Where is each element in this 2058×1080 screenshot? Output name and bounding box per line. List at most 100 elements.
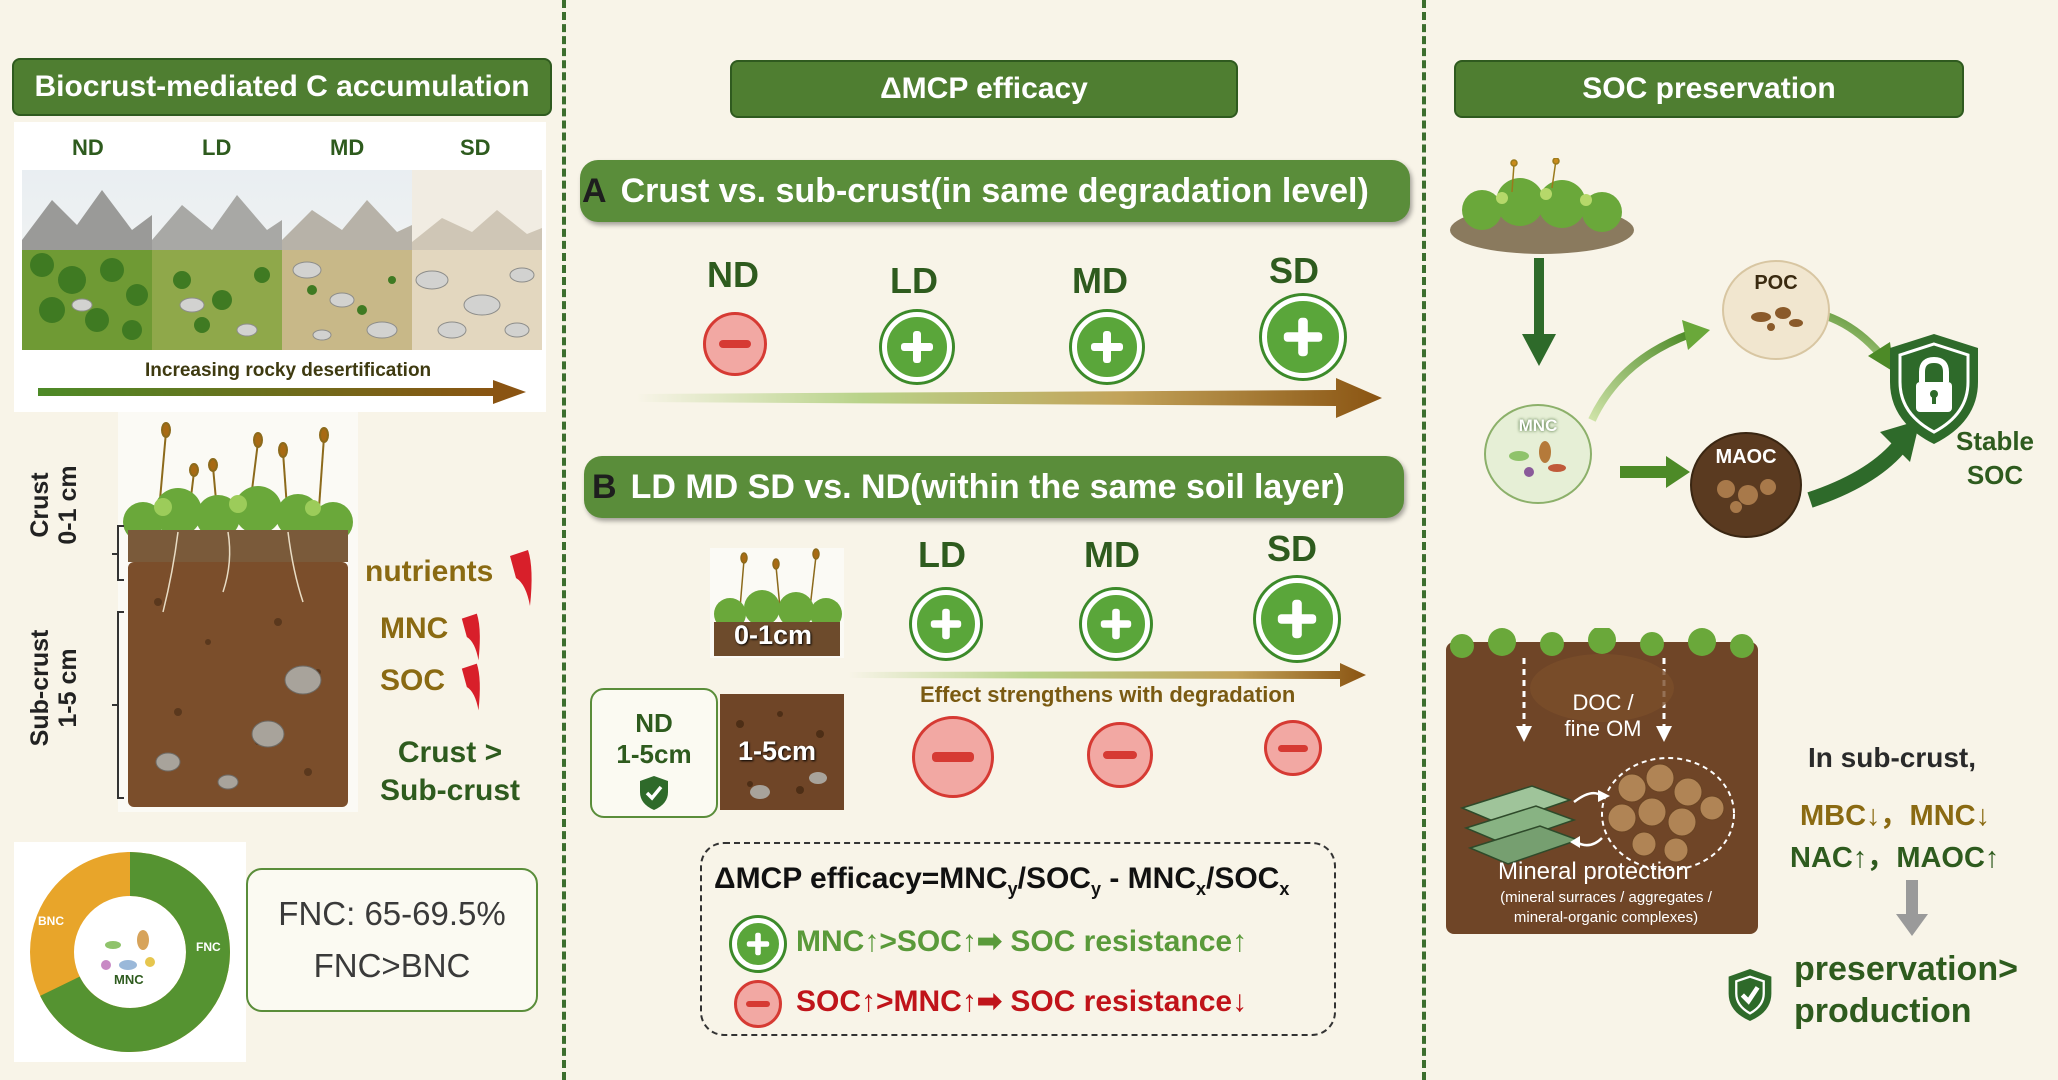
down-arrow-icon (1522, 258, 1556, 366)
maoc-label: MAOC (1715, 446, 1777, 468)
strength-arrow-a (636, 378, 1382, 418)
maoc-node: MAOC (1690, 432, 1802, 538)
section-b-letter: B (592, 467, 617, 506)
minus-icon (1264, 720, 1322, 776)
minus-icon (734, 980, 782, 1028)
mnc-donut-chart (30, 852, 230, 1052)
plus-icon (1082, 590, 1150, 658)
microbe-icon (1509, 441, 1566, 477)
down-arrow-icon (1896, 880, 1928, 936)
formula-minus-text: SOC↑>MNC↑➡ SOC resistance↓ (796, 985, 1248, 1018)
subcrust-depth-text: 1-5 cm (54, 648, 82, 728)
mnc-label: MNC (380, 612, 449, 645)
b-level-md: MD (1084, 534, 1140, 575)
soc-label: SOC (380, 664, 446, 697)
formula-plus-text: MNC↑>SOC↑➡ SOC resistance↑ (796, 925, 1248, 958)
formula-prefix: ΔMCP efficacy=MNC (714, 862, 1008, 895)
a-level-nd: ND (707, 254, 759, 295)
preservation-line-2: production (1794, 992, 1972, 1030)
stable-line-1: Stable (1955, 426, 2035, 456)
plus-icon (882, 312, 952, 382)
mnc-node: MNC (1484, 404, 1592, 504)
subcrust-layer-label: 1-5cm (738, 736, 817, 766)
crust-layer-image (710, 548, 844, 658)
level-label-ld: LD (202, 135, 232, 160)
formula-sub-y-2: y (1090, 879, 1101, 899)
level-label-nd: ND (72, 135, 104, 160)
section-b-title: LD MD SD vs. ND(within the same soil lay… (630, 467, 1345, 506)
a-level-sd: SD (1268, 250, 1319, 291)
middle-header: ΔMCP efficacy (730, 60, 1238, 118)
mineral-protection-illustration (1446, 628, 1758, 934)
b-level-ld: LD (918, 534, 966, 575)
stable-soc-label: Stable SOC (1950, 424, 2040, 492)
shield-check-icon (640, 776, 668, 810)
plus-icon (1256, 578, 1338, 660)
donut-center-label: MNC (114, 972, 144, 987)
plus-icon (1262, 296, 1344, 378)
up-arrow-icon (461, 613, 480, 661)
subcrust-label-text: Sub-crust (26, 629, 54, 747)
moss-patch-illustration (1450, 158, 1634, 254)
mineral-sub-line-2: mineral-organic complexes) (1513, 909, 1699, 926)
depth-bracket (112, 525, 124, 799)
flow-arrows (1588, 305, 1920, 508)
plus-icon (912, 590, 980, 658)
doc-label: DOC / fine OM (1538, 690, 1668, 742)
fnc-comparison: FNC>BNC (313, 947, 471, 984)
mineral-title: Mineral protection (1498, 858, 1689, 885)
crust-depth-text: 0-1 cm (54, 465, 82, 545)
preservation-statement: preservation> production (1794, 948, 2018, 1032)
landscape-illustration (22, 170, 542, 350)
separator-right (1422, 0, 1426, 1080)
stable-line-2: SOC (1966, 460, 2024, 490)
plus-icon (732, 918, 784, 970)
level-label-md: MD (330, 135, 365, 160)
nutrients-label: nutrients (365, 555, 494, 588)
mineral-subtitle: (mineral surraces / aggregates / mineral… (1456, 888, 1756, 928)
poc-label: POC (1754, 272, 1798, 294)
right-header: SOC preservation (1454, 60, 1964, 118)
formula-sub-x: x (1195, 879, 1206, 899)
section-a-bar: A Crust vs. sub-crust(in same degradatio… (580, 160, 1410, 222)
crust-label-text: Crust (26, 472, 54, 538)
up-arrow-icon (510, 550, 532, 606)
level-label-sd: SD (460, 135, 491, 160)
a-level-ld: LD (890, 260, 938, 301)
fnc-box: FNC: 65-69.5% FNC>BNC (246, 868, 538, 1012)
section-a-title: Crust vs. sub-crust(in same degradation … (620, 171, 1369, 210)
comparison-line-1: Crust > (397, 736, 503, 769)
crust-comparison: Crust > Sub-crust (370, 734, 530, 810)
nac-maoc-line: NAC↑，MAOC↑ (1790, 842, 2000, 874)
fnc-percent: FNC: 65-69.5% (278, 895, 506, 932)
a-level-md: MD (1072, 260, 1128, 301)
section-b-bar: B LD MD SD vs. ND(within the same soil l… (584, 456, 1404, 518)
formula-text: ΔMCP efficacy=MNCy/SOCy - MNCx/SOCx (714, 862, 1289, 900)
doc-line-1: DOC / (1572, 690, 1634, 715)
sub-crust-title: In sub-crust, (1808, 742, 1977, 773)
mineral-sub-line-1: (mineral surraces / aggregates / (1500, 889, 1712, 906)
minus-icon (912, 716, 994, 798)
subcrust-layer-image (720, 694, 844, 810)
nd-box-line-2: 1-5cm (616, 739, 692, 769)
preservation-line-1: preservation> (1794, 950, 2018, 988)
minus-icon (1087, 722, 1153, 788)
crust-label: Crust 0-1 cm (26, 450, 82, 560)
donut-fnc-label: FNC (196, 940, 221, 954)
formula-mid3: /SOC (1206, 862, 1280, 895)
formula-mid1: /SOC (1017, 862, 1091, 895)
minus-icon (703, 312, 767, 376)
donut-bnc-label: BNC (38, 914, 64, 928)
gradient-label: Increasing rocky desertification (145, 360, 432, 381)
mnc-node-label: MNC (1518, 416, 1558, 435)
doc-line-2: fine OM (1564, 716, 1642, 741)
nd-reference-box: ND 1-5cm (590, 688, 718, 818)
up-arrow-icon (461, 663, 480, 711)
formula-sub-x-2: x (1279, 879, 1290, 899)
shield-check-icon (1728, 969, 1772, 1021)
subcrust-label: Sub-crust 1-5 cm (26, 588, 82, 788)
nd-box-line-1: ND (635, 708, 673, 738)
left-header: Biocrust-mediated C accumulation (12, 58, 552, 116)
separator-left (562, 0, 566, 1080)
comparison-line-2: Sub-crust (379, 774, 520, 807)
